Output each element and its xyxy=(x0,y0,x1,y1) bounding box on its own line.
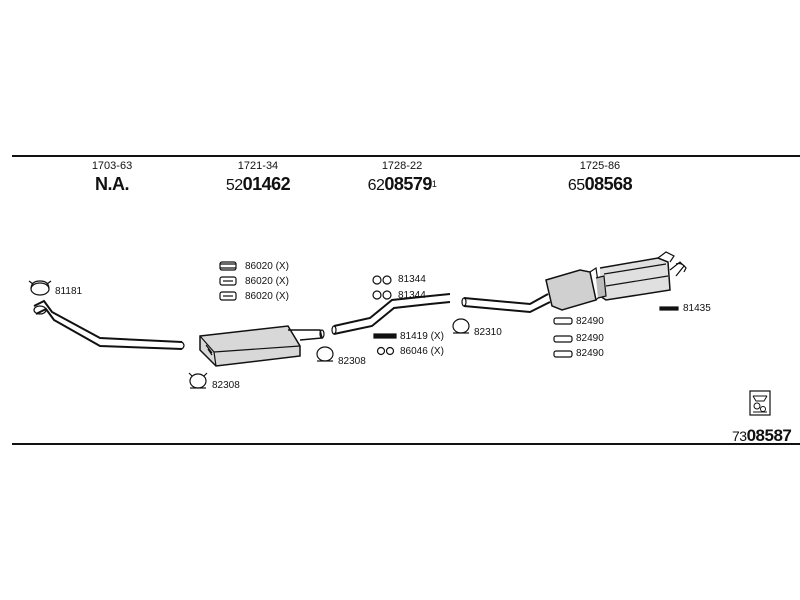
bottom-divider xyxy=(12,443,800,445)
part-label: 81181 xyxy=(55,286,83,297)
part-label: 82490 xyxy=(576,333,604,344)
column-middle-pipe: 1728-22 62085791 xyxy=(368,160,437,197)
gasket-icon xyxy=(219,291,237,301)
clamp-icon xyxy=(28,280,52,296)
middle-pipe xyxy=(331,293,451,335)
column-front-pipe: 1703-63 N.A. xyxy=(92,160,132,197)
hanger-icon xyxy=(553,350,573,358)
gasket-icon xyxy=(219,276,237,286)
part-label: 86020 (X) xyxy=(245,276,289,287)
top-divider xyxy=(12,155,800,157)
mount-icon xyxy=(659,306,679,311)
column-ref: 1728-22 xyxy=(381,160,423,172)
hanger-icon xyxy=(553,335,573,343)
clamp-icon xyxy=(452,318,470,334)
part-label: 81419 (X) xyxy=(400,331,444,342)
front-pipe xyxy=(33,299,185,350)
mount-icon xyxy=(376,346,395,356)
column-number: 62085791 xyxy=(367,174,437,194)
mount-icon xyxy=(373,333,397,339)
part-label: 81435 xyxy=(683,303,711,314)
column-number: N.A. xyxy=(95,174,130,194)
part-label: 81344 xyxy=(398,290,426,301)
part-label: 82490 xyxy=(576,316,604,327)
column-rear-muffler: 1725-86 6508568 xyxy=(567,160,633,197)
column-ref: 1721-34 xyxy=(237,160,279,172)
clamp-icon xyxy=(188,372,208,389)
part-label: 82308 xyxy=(212,380,240,391)
part-label: 86020 (X) xyxy=(245,261,289,272)
part-label: 86046 (X) xyxy=(400,346,444,357)
rear-pipe xyxy=(461,293,551,314)
column-front-muffler: 1721-34 5201462 xyxy=(225,160,291,197)
kit-total-number: 7308587 xyxy=(732,426,792,445)
rear-muffler xyxy=(545,251,687,311)
column-ref: 1703-63 xyxy=(91,160,133,172)
part-label: 82308 xyxy=(338,356,366,367)
column-number: 6508568 xyxy=(567,174,633,194)
kit-box-icon xyxy=(749,390,771,416)
front-muffler xyxy=(199,325,325,367)
ring-icon xyxy=(372,290,392,300)
part-label: 82310 xyxy=(474,327,502,338)
clamp-icon xyxy=(316,346,334,362)
ring-icon xyxy=(372,275,392,285)
part-label: 86020 (X) xyxy=(245,291,289,302)
part-label: 81344 xyxy=(398,274,426,285)
column-ref: 1725-86 xyxy=(579,160,621,172)
part-label: 82490 xyxy=(576,348,604,359)
hanger-icon xyxy=(553,317,573,325)
gasket-icon xyxy=(219,261,237,271)
column-number: 5201462 xyxy=(225,174,291,194)
